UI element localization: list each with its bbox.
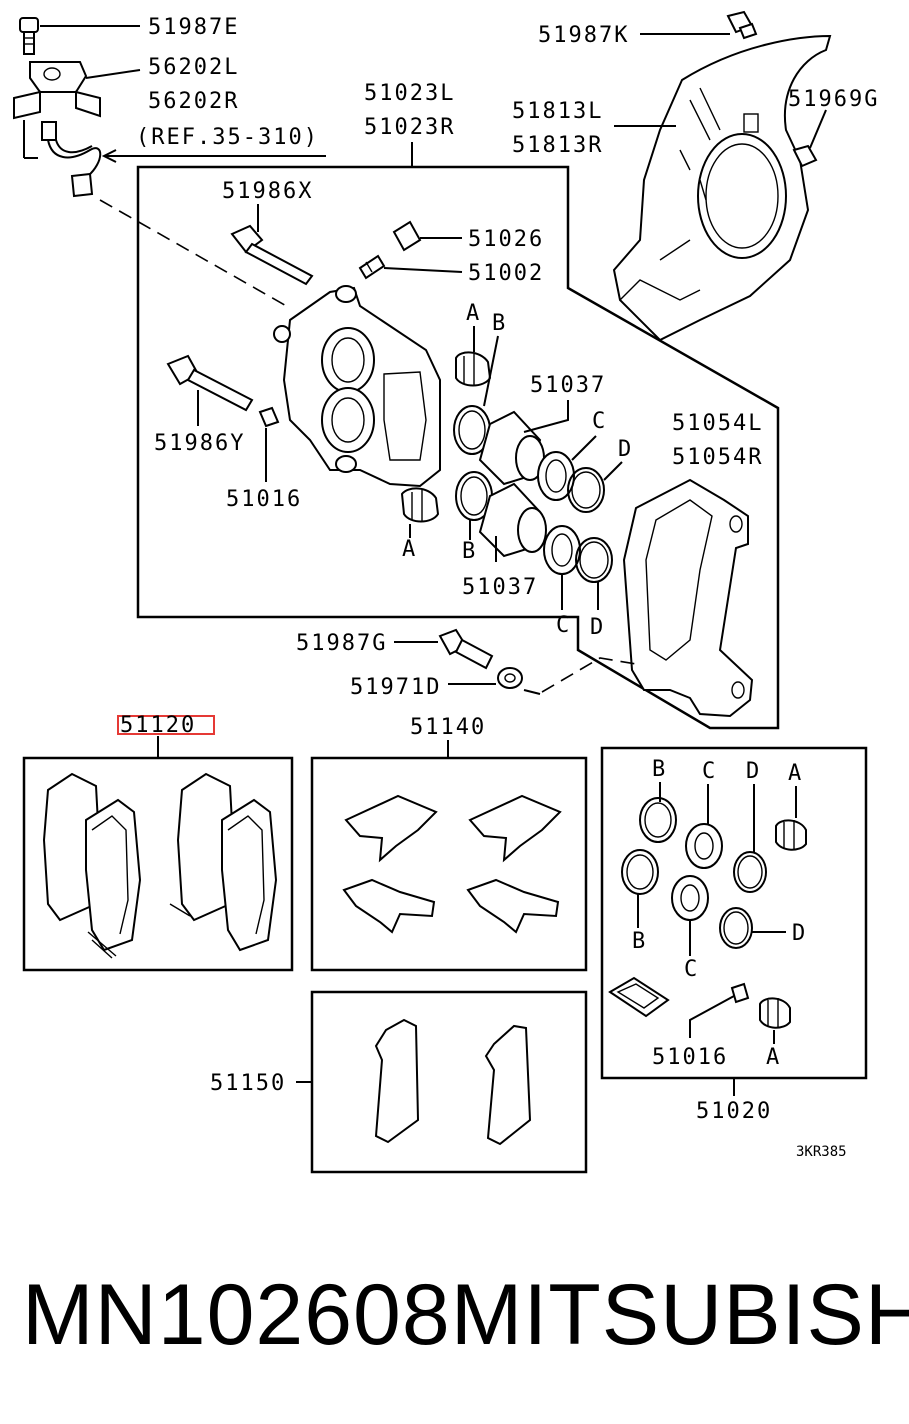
seal-kit-boot-C-lower bbox=[671, 875, 709, 921]
footer: MN102608 MITSUBISHI bbox=[0, 1250, 909, 1380]
ring-D-lower-part bbox=[575, 537, 613, 583]
bolt-51969G-part bbox=[792, 144, 818, 168]
seal-kit-ring-D-upper bbox=[733, 851, 767, 893]
label-A-3: A bbox=[788, 761, 803, 786]
guide-pin-51986Y-part bbox=[166, 354, 254, 412]
label-D-1: D bbox=[618, 437, 633, 462]
label-51140: 51140 bbox=[410, 715, 486, 740]
brake-hose-part bbox=[41, 121, 102, 198]
label-A-4: A bbox=[766, 1045, 781, 1070]
part-number: MN102608 bbox=[22, 1266, 451, 1363]
label-C-1: C bbox=[592, 409, 607, 434]
label-51813R: 51813R bbox=[512, 133, 603, 158]
seal-kit-ring-B-upper bbox=[639, 797, 677, 843]
brake-pad-right-part bbox=[169, 772, 278, 952]
label-51150: 51150 bbox=[210, 1071, 286, 1096]
label-51020: 51020 bbox=[696, 1099, 772, 1124]
label-C-2: C bbox=[556, 613, 571, 638]
label-C-4: C bbox=[684, 957, 699, 982]
label-D-2: D bbox=[590, 615, 605, 640]
clip-lower-right-part bbox=[466, 878, 560, 934]
bolt-51987G-part bbox=[438, 628, 494, 670]
seal-kit-boot-C-upper bbox=[685, 823, 723, 869]
label-51023R: 51023R bbox=[364, 115, 455, 140]
label-B-2: B bbox=[462, 539, 477, 564]
label-51120: 51120 bbox=[120, 713, 196, 738]
label-51037-a: 51037 bbox=[530, 373, 606, 398]
clip-upper-left-part bbox=[344, 794, 438, 863]
label-51987G: 51987G bbox=[296, 631, 387, 656]
bleeder-screw-51002-part bbox=[358, 254, 386, 280]
label-51986Y: 51986Y bbox=[154, 431, 245, 456]
clip-lower-left-part bbox=[342, 878, 436, 934]
brand-name: MITSUBISHI bbox=[450, 1266, 909, 1363]
sleeve-51016-part bbox=[258, 406, 280, 428]
boot-C-lower-part bbox=[543, 525, 581, 575]
seal-kit-box-51020 bbox=[600, 746, 868, 1080]
washer-51971D-part bbox=[497, 667, 523, 689]
label-51054R: 51054R bbox=[672, 445, 763, 470]
boot-A-upper-part bbox=[455, 351, 492, 387]
label-51987E: 51987E bbox=[148, 15, 239, 40]
ring-D-upper-part bbox=[567, 467, 605, 513]
caliper-body-part bbox=[273, 285, 441, 488]
shim-right-part bbox=[484, 1024, 532, 1146]
clip-set-box-51140 bbox=[310, 756, 588, 972]
label-51016-a: 51016 bbox=[226, 487, 302, 512]
label-51987K: 51987K bbox=[538, 23, 629, 48]
piston-51037-lower-part bbox=[478, 482, 547, 558]
label-51026: 51026 bbox=[468, 227, 544, 252]
shim-set-box-51150 bbox=[310, 990, 588, 1174]
label-56202R: 56202R bbox=[148, 89, 239, 114]
label-A-2: A bbox=[402, 537, 417, 562]
caliper-support-51054-part bbox=[622, 478, 754, 718]
pad-set-box-51120 bbox=[22, 756, 294, 972]
boot-C-upper-part bbox=[537, 451, 575, 501]
label-B-3: B bbox=[652, 757, 667, 782]
bolt-51987K-part bbox=[726, 10, 758, 40]
label-ref-35-310: (REF.35-310) bbox=[136, 125, 319, 150]
piston-51037-upper-part bbox=[478, 410, 545, 486]
label-A-1: A bbox=[466, 301, 481, 326]
seal-kit-boot-A-upper bbox=[775, 819, 807, 851]
label-51986X: 51986X bbox=[222, 179, 313, 204]
bracket-56202-part bbox=[13, 61, 101, 120]
label-51054L: 51054L bbox=[672, 411, 763, 436]
seal-kit-ring-D-lower bbox=[719, 907, 753, 949]
bolt-51987E-part bbox=[19, 17, 39, 55]
dust-shield-51813-part bbox=[612, 34, 832, 342]
seal-kit-grease-packet bbox=[608, 976, 670, 1018]
shim-left-part bbox=[374, 1018, 420, 1144]
label-56202L: 56202L bbox=[148, 55, 239, 80]
boot-A-lower-part bbox=[400, 487, 440, 523]
label-C-3: C bbox=[702, 759, 717, 784]
label-B-1: B bbox=[492, 311, 507, 336]
label-D-4: D bbox=[792, 921, 807, 946]
label-51813L: 51813L bbox=[512, 99, 603, 124]
label-B-4: B bbox=[632, 929, 647, 954]
seal-kit-sleeve-51016 bbox=[730, 982, 750, 1004]
label-51023L: 51023L bbox=[364, 81, 455, 106]
bleeder-cap-51026-part bbox=[392, 220, 422, 252]
seal-kit-boot-A-lower bbox=[759, 997, 791, 1029]
brake-pad-left-part bbox=[42, 772, 142, 959]
label-51969G: 51969G bbox=[788, 87, 879, 112]
label-51971D: 51971D bbox=[350, 675, 441, 700]
seal-kit-ring-B-lower bbox=[621, 849, 659, 895]
highlight-51120 bbox=[117, 715, 215, 735]
label-D-3: D bbox=[746, 759, 761, 784]
clip-upper-right-part bbox=[468, 794, 562, 863]
label-51016-b: 51016 bbox=[652, 1045, 728, 1070]
diagram-code: 3KR385 bbox=[796, 1144, 847, 1160]
label-51002: 51002 bbox=[468, 261, 544, 286]
caliper-assembly-frame bbox=[136, 165, 780, 730]
label-51037-b: 51037 bbox=[462, 575, 538, 600]
guide-pin-51986X-part bbox=[230, 224, 314, 286]
